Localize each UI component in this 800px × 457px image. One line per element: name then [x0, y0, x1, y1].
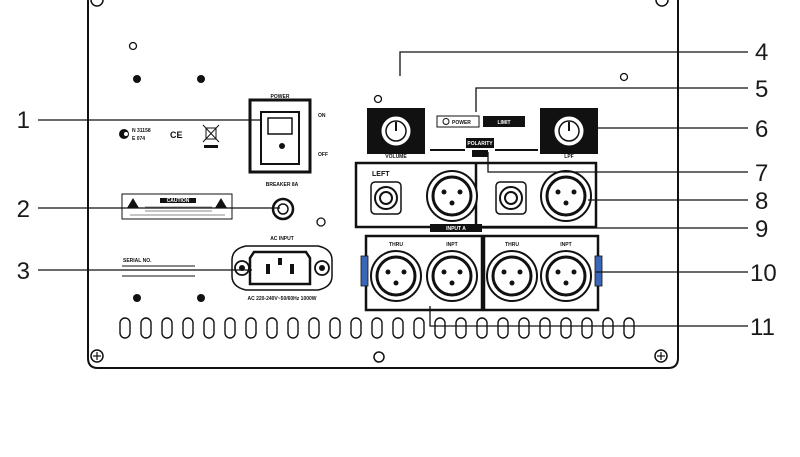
ac-input-label: AC INPUT [270, 236, 294, 242]
mount-hole [373, 94, 383, 104]
volume-knob[interactable] [380, 115, 412, 147]
lpf-knob[interactable] [553, 115, 585, 147]
off-label: OFF [318, 152, 328, 158]
thru-xlr-connector-1[interactable] [370, 250, 422, 302]
callout-3: 3 [17, 258, 30, 285]
mount-hole [316, 217, 326, 227]
inpt-label-2: INPT [560, 242, 571, 248]
ac-rating-label: AC 220-240V~50/60Hz 1000W [247, 296, 316, 302]
inpt-xlr-connector-2[interactable] [540, 250, 592, 302]
serial-label: SERIAL NO. [123, 258, 152, 264]
callout-1: 1 [17, 107, 30, 134]
caution-text: CAUTION [167, 198, 190, 204]
mount-hole [373, 351, 385, 363]
breaker-button[interactable] [271, 197, 295, 221]
screw [90, 0, 104, 7]
ce-mark: CE [170, 130, 183, 140]
weee-bin-icon [202, 124, 220, 148]
power-switch[interactable] [248, 98, 312, 174]
callout-6: 6 [755, 116, 768, 143]
cert-label-2: E 074 [132, 136, 145, 142]
mount-hole [128, 41, 138, 51]
callout-4: 4 [755, 39, 768, 66]
left-label: LEFT [372, 171, 390, 178]
right-xlr-input[interactable] [540, 170, 592, 222]
on-label: ON [318, 113, 326, 119]
breaker-label: BREAKER 8A [266, 182, 299, 188]
polarity-label: POLARITY [467, 141, 493, 147]
cert-mark-icon [119, 129, 129, 139]
ac-inlet-socket[interactable] [231, 245, 333, 291]
thru-xlr-connector-2[interactable] [486, 250, 538, 302]
inpt-xlr-connector-1[interactable] [426, 250, 478, 302]
thru-label-1: THRU [389, 242, 403, 248]
left-xlr-input[interactable] [426, 170, 478, 222]
mount-dot [197, 294, 205, 302]
limit-label: LIMIT [497, 120, 510, 126]
power-label: POWER [271, 94, 290, 100]
power-led-indicator [436, 115, 480, 128]
power-led-label: POWER [452, 120, 471, 126]
leader-lines [38, 51, 748, 327]
mount-dot [197, 75, 205, 83]
screw [655, 0, 669, 7]
thru-label-2: THRU [505, 242, 519, 248]
callout-7: 7 [755, 160, 768, 187]
callout-9: 9 [755, 216, 768, 243]
vent-slots [119, 317, 635, 339]
input-a-label: INPUT A [446, 226, 466, 232]
screw [90, 349, 104, 363]
screw [654, 349, 668, 363]
callout-11: 11 [750, 314, 775, 341]
limit-led-indicator [483, 116, 525, 127]
callout-10: 10 [750, 260, 777, 287]
callout-8: 8 [755, 188, 768, 215]
cert-label-1: N 31158 [132, 128, 151, 134]
lpf-label: LPF [564, 154, 573, 160]
polarity-switch[interactable] [466, 138, 494, 157]
callout-2: 2 [17, 196, 30, 223]
mount-hole [619, 72, 629, 82]
callout-5: 5 [755, 76, 768, 103]
mount-dot [133, 75, 141, 83]
left-jack-input[interactable] [370, 181, 402, 215]
mount-dot [133, 294, 141, 302]
caution-label-plate: CAUTION [121, 193, 233, 220]
right-jack-input[interactable] [495, 181, 527, 215]
inpt-label-1: INPT [446, 242, 457, 248]
volume-label: VOLUME [385, 154, 407, 160]
